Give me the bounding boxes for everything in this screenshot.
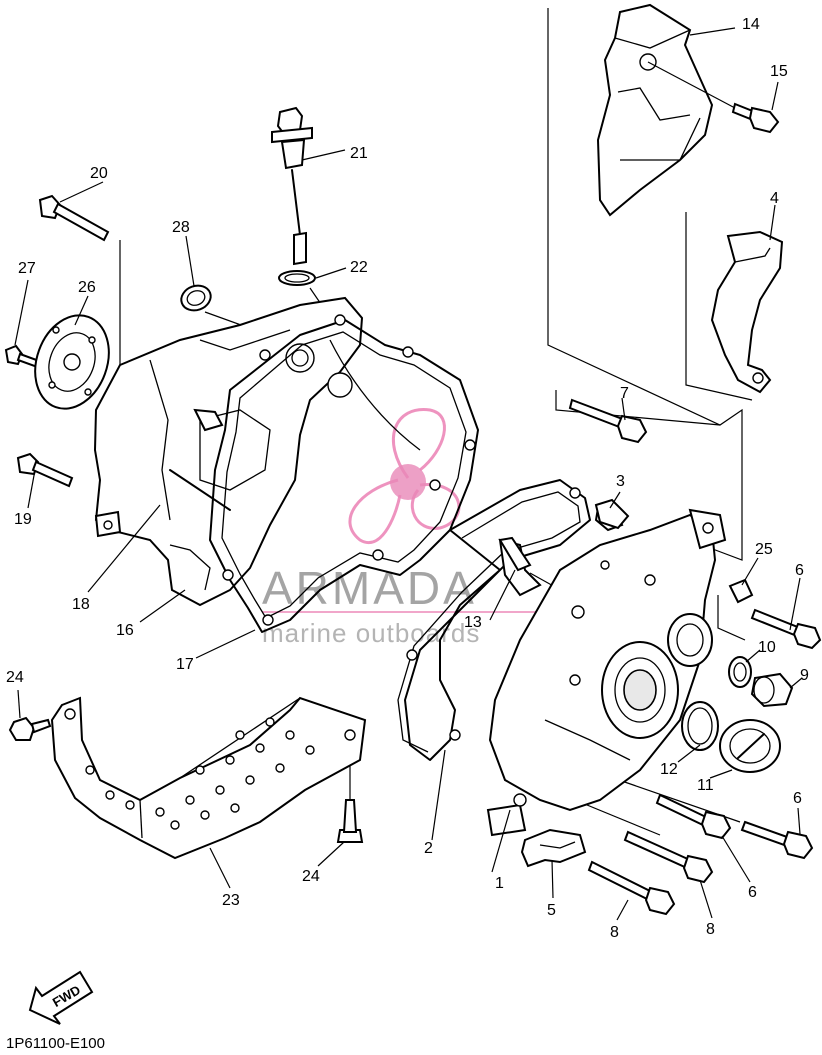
diagram-code: 1P61100-E100 [6,1035,105,1052]
o-ring-part-12 [681,701,719,751]
bolt-part-6-right [740,820,814,860]
skid-plate-perforations [85,717,315,830]
o-ring-part-10 [728,656,752,688]
callout-21: 21 [350,145,368,162]
seal-part-28 [180,284,212,312]
clamp-part-5 [520,828,587,868]
callout-2: 2 [424,840,433,857]
bolt-part-24-left [8,716,52,741]
bracket-part-4 [710,230,784,394]
callout-20: 20 [90,165,108,182]
skid-plate-part-23 [50,696,367,860]
forward-arrow-icon: FWD [28,970,94,1025]
callout-25: 25 [755,541,773,558]
callout-26: 26 [78,279,96,296]
callout-16: 16 [116,622,134,639]
bolt-part-6-center [655,793,732,840]
callout-23: 23 [222,892,240,909]
callout-17: 17 [176,656,194,673]
sprocket-cover-part [596,3,736,217]
bolt-part-7 [568,398,648,444]
callout-11: 11 [697,777,714,794]
bolt-part-15 [731,102,780,134]
callout-14: 14 [742,16,760,33]
plug-part-9 [750,672,794,708]
dowel-part-3 [594,498,630,530]
bolt-part-24-center [336,799,364,843]
callout-24-center: 24 [302,868,320,885]
bolt-part-20 [38,194,110,242]
bolt-part-19 [16,452,74,488]
bolt-part-8-left [587,860,676,916]
callout-12: 12 [660,761,678,778]
callout-27: 27 [18,260,36,277]
armada-watermark: ARMADA marine outboards [262,408,560,648]
callout-1: 1 [495,875,504,892]
bolt-part-6-upper [750,608,822,650]
callout-6-upper: 6 [795,562,804,579]
propeller-logo-icon [348,408,461,544]
o-ring-part-22 [278,270,316,286]
gasket-part-2 [397,479,591,761]
callout-3: 3 [616,473,625,490]
callout-6-center: 6 [748,884,757,901]
callout-labels: 1 2 3 4 5 6 6 6 7 8 8 9 10 11 12 13 14 1… [6,16,809,941]
callout-7: 7 [620,385,629,402]
callout-10: 10 [758,639,776,656]
callout-8-left: 8 [610,924,619,941]
callout-9: 9 [800,667,809,684]
bolt-part-8-right [623,830,714,884]
callout-4: 4 [770,190,779,207]
callout-22: 22 [350,259,368,276]
callout-5: 5 [547,902,556,919]
dipstick-part-21 [271,106,313,266]
watermark-name: ARMADA [262,562,477,614]
callout-19: 19 [14,511,32,528]
callout-13: 13 [464,614,482,631]
callout-24-left: 24 [6,669,24,686]
callout-15: 15 [770,63,788,80]
cover-part-26 [34,314,110,410]
callout-18: 18 [72,596,90,613]
callout-28: 28 [172,219,190,236]
gasket-part-17 [209,314,479,633]
left-crankcase-part-16 [93,296,364,607]
plug-part-11 [719,719,781,773]
callout-6-right: 6 [793,790,802,807]
callout-leader-lines [14,27,803,921]
callout-8-right: 8 [706,921,715,938]
pin-part-13 [498,536,532,572]
clip-part-25 [728,578,754,604]
